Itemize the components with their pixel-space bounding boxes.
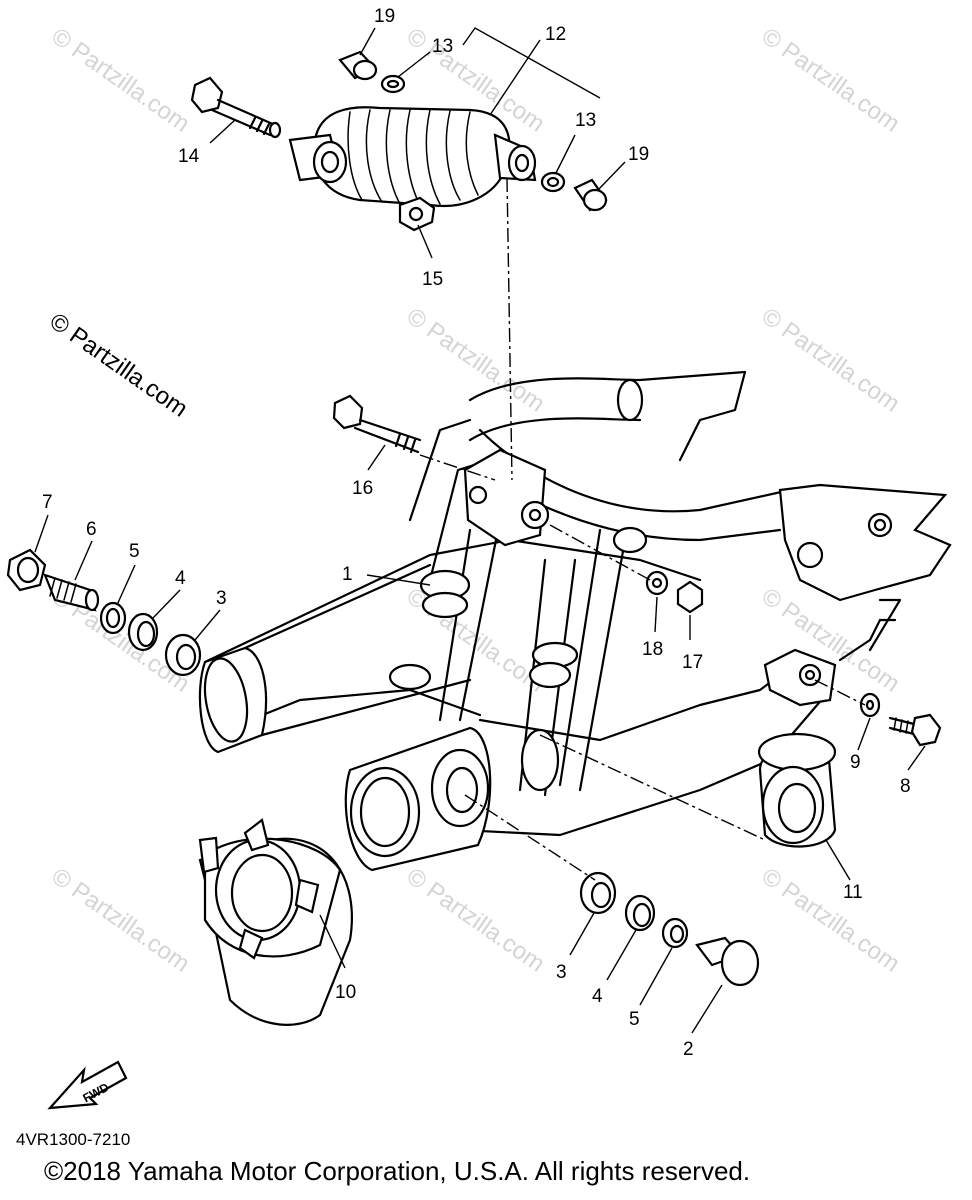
watermark: © Partzilla.com [757, 863, 905, 978]
callout-15: 15 [422, 269, 443, 290]
watermark: © Partzilla.com [47, 863, 195, 978]
callout-6: 6 [86, 519, 97, 540]
callout-1: 1 [342, 564, 353, 585]
callout-10: 10 [335, 982, 356, 1003]
washer-18 [645, 570, 669, 596]
bearing-3-right [579, 871, 617, 915]
shock-nut [398, 196, 436, 232]
callout-14: 14 [178, 146, 200, 167]
shock-collar-left [338, 50, 378, 81]
shock-washer-right [540, 171, 566, 193]
forward-direction-arrow: FWD [47, 1060, 128, 1110]
pivot-shaft-6 [43, 573, 100, 612]
watermark: © Partzilla.com [757, 303, 905, 418]
assembly-lines [419, 177, 866, 881]
nut-17 [676, 580, 704, 614]
callout-12: 12 [545, 24, 566, 45]
shock-lower-bolt [332, 394, 422, 454]
diagram-reference-code: 4VR1300-7210 [16, 1130, 131, 1149]
watermark-prominent: © Partzilla.com [45, 308, 193, 423]
seal-4-left [127, 612, 159, 652]
shock-washer-left [380, 74, 406, 94]
watermark: © Partzilla.com [47, 23, 195, 138]
collar-5-left [99, 601, 127, 635]
shock-collar-right [573, 178, 608, 212]
shock-upper-bolt [190, 76, 282, 139]
collar-5-right [661, 917, 689, 949]
bushing-10 [198, 818, 353, 1026]
callout-18: 18 [642, 639, 663, 660]
callout-13-right: 13 [575, 110, 596, 131]
watermark: © Partzilla.com [757, 23, 905, 138]
callout-3-right: 3 [556, 962, 567, 983]
callout-11: 11 [843, 882, 863, 903]
bushing-11 [757, 732, 837, 848]
callout-3-left: 3 [216, 588, 227, 609]
callout-5-right: 5 [629, 1009, 640, 1030]
callout-19-right: 19 [628, 144, 649, 165]
watermark: © Partzilla.com [402, 863, 550, 978]
rear-shock-absorber [288, 106, 537, 208]
callout-7: 7 [42, 492, 53, 513]
callout-5-left: 5 [129, 541, 140, 562]
bolt-8 [888, 713, 942, 747]
callout-4-left: 4 [175, 568, 186, 589]
seal-4-right [624, 894, 656, 932]
callout-4-right: 4 [592, 986, 603, 1007]
callout-19-left: 19 [374, 6, 395, 27]
callout-16: 16 [352, 478, 373, 499]
callout-13-left: 13 [432, 36, 453, 57]
callout-9: 9 [850, 752, 861, 773]
copyright-notice: ©2018 Yamaha Motor Corporation, U.S.A. A… [44, 1156, 751, 1186]
callout-numbers: 19 13 12 13 19 14 15 16 1 18 17 7 6 5 4 … [42, 6, 911, 1060]
callout-leaders [34, 27, 926, 1034]
pivot-bolt-2 [695, 936, 760, 987]
swingarm-frame [198, 370, 952, 872]
pivot-nut-7 [6, 548, 47, 592]
washer-9 [859, 692, 881, 718]
callout-17: 17 [682, 652, 703, 673]
callout-8: 8 [900, 776, 911, 797]
bearing-3-left [164, 633, 202, 677]
watermark: © Partzilla.com [402, 303, 550, 418]
callout-2: 2 [683, 1039, 694, 1060]
